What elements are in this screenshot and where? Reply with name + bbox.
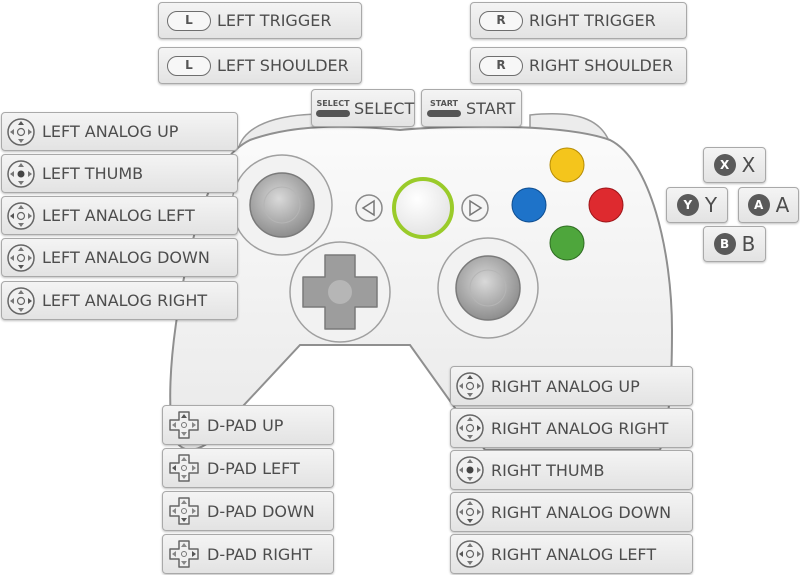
guide-button-shape bbox=[392, 177, 454, 239]
face-button-x[interactable]: X X bbox=[703, 147, 766, 183]
select-badge: SELECT bbox=[316, 99, 350, 117]
dpad-icon bbox=[169, 411, 199, 439]
right-stick-cap bbox=[455, 255, 521, 321]
b-badge: B bbox=[713, 233, 736, 255]
right-analog-right-label: RIGHT ANALOG RIGHT bbox=[491, 418, 669, 438]
analog-stick-icon bbox=[7, 286, 35, 315]
left-analog-left-label: LEFT ANALOG LEFT bbox=[42, 206, 195, 225]
back-button-shape bbox=[355, 194, 383, 222]
dpad-up-button[interactable]: D-PAD UP bbox=[162, 405, 334, 445]
analog-stick-icon bbox=[7, 117, 35, 146]
right-thumb-button[interactable]: RIGHT THUMB bbox=[450, 450, 693, 490]
b-button-shape bbox=[588, 187, 624, 223]
dpad-down-label: D-PAD DOWN bbox=[207, 501, 315, 521]
left-thumb-button[interactable]: LEFT THUMB bbox=[1, 154, 238, 193]
analog-stick-icon bbox=[7, 243, 35, 272]
left-thumb-label: LEFT THUMB bbox=[42, 164, 144, 183]
right-analog-up-button[interactable]: RIGHT ANALOG UP bbox=[450, 366, 693, 406]
analog-stick-icon bbox=[456, 498, 484, 526]
left-shoulder-button[interactable]: L LEFT SHOULDER bbox=[158, 47, 362, 84]
right-thumb-label: RIGHT THUMB bbox=[491, 460, 605, 480]
b-label: B bbox=[741, 232, 756, 256]
dpad-down-button[interactable]: D-PAD DOWN bbox=[162, 491, 334, 531]
left-analog-up-button[interactable]: LEFT ANALOG UP bbox=[1, 112, 238, 151]
left-stick-cap bbox=[249, 172, 315, 238]
y-label: Y bbox=[704, 193, 718, 217]
y-badge: Y bbox=[676, 194, 699, 216]
analog-stick-icon bbox=[7, 159, 35, 188]
dpad-left-button[interactable]: D-PAD LEFT bbox=[162, 448, 334, 488]
face-button-a[interactable]: A A bbox=[738, 187, 799, 223]
left-analog-down-label: LEFT ANALOG DOWN bbox=[42, 248, 210, 267]
analog-stick-icon bbox=[456, 372, 484, 400]
right-analog-up-label: RIGHT ANALOG UP bbox=[491, 376, 640, 396]
analog-stick-icon bbox=[456, 540, 484, 568]
left-shoulder-label: LEFT SHOULDER bbox=[217, 56, 349, 75]
right-shoulder-button[interactable]: R RIGHT SHOULDER bbox=[470, 47, 687, 84]
start-button-shape bbox=[461, 194, 489, 222]
right-analog-left-button[interactable]: RIGHT ANALOG LEFT bbox=[450, 534, 693, 574]
analog-stick-icon bbox=[456, 414, 484, 442]
right-trigger-button[interactable]: R RIGHT TRIGGER bbox=[470, 2, 687, 39]
a-badge: A bbox=[747, 194, 770, 216]
dpad-right-button[interactable]: D-PAD RIGHT bbox=[162, 534, 334, 574]
start-button[interactable]: START START bbox=[421, 89, 522, 127]
x-badge: X bbox=[713, 154, 736, 176]
dpad-icon bbox=[169, 497, 199, 525]
left-analog-up-label: LEFT ANALOG UP bbox=[42, 122, 179, 141]
analog-stick-icon bbox=[456, 456, 484, 484]
select-button[interactable]: SELECT SELECT bbox=[311, 89, 415, 127]
right-shoulder-label: RIGHT SHOULDER bbox=[529, 56, 674, 75]
start-label: START bbox=[466, 98, 516, 118]
right-analog-down-button[interactable]: RIGHT ANALOG DOWN bbox=[450, 492, 693, 532]
right-analog-down-label: RIGHT ANALOG DOWN bbox=[491, 502, 672, 522]
left-analog-down-button[interactable]: LEFT ANALOG DOWN bbox=[1, 238, 238, 277]
shoulder-l-badge: L bbox=[167, 55, 211, 76]
x-button-shape bbox=[511, 187, 547, 223]
left-analog-right-button[interactable]: LEFT ANALOG RIGHT bbox=[1, 281, 238, 320]
x-label: X bbox=[741, 153, 756, 177]
trigger-l-badge: L bbox=[167, 10, 211, 31]
trigger-r-badge: R bbox=[479, 10, 523, 31]
start-badge: START bbox=[426, 99, 462, 117]
dpad-up-label: D-PAD UP bbox=[207, 415, 284, 435]
left-trigger-button[interactable]: L LEFT TRIGGER bbox=[158, 2, 362, 39]
a-label: A bbox=[775, 193, 790, 217]
y-button-shape bbox=[549, 147, 585, 183]
face-button-y[interactable]: Y Y bbox=[666, 187, 728, 223]
dpad-right-label: D-PAD RIGHT bbox=[207, 544, 313, 564]
a-button-shape bbox=[549, 225, 585, 261]
dpad-icon bbox=[169, 540, 199, 568]
left-trigger-label: LEFT TRIGGER bbox=[217, 11, 332, 30]
left-analog-left-button[interactable]: LEFT ANALOG LEFT bbox=[1, 196, 238, 235]
face-button-b[interactable]: B B bbox=[703, 226, 766, 262]
left-analog-right-label: LEFT ANALOG RIGHT bbox=[42, 291, 208, 310]
select-label: SELECT bbox=[354, 98, 415, 118]
shoulder-r-badge: R bbox=[479, 55, 523, 76]
right-analog-left-label: RIGHT ANALOG LEFT bbox=[491, 544, 657, 564]
right-analog-right-button[interactable]: RIGHT ANALOG RIGHT bbox=[450, 408, 693, 448]
analog-stick-icon bbox=[7, 201, 35, 230]
dpad-left-label: D-PAD LEFT bbox=[207, 458, 300, 478]
dpad-icon bbox=[169, 454, 199, 482]
right-trigger-label: RIGHT TRIGGER bbox=[529, 11, 656, 30]
